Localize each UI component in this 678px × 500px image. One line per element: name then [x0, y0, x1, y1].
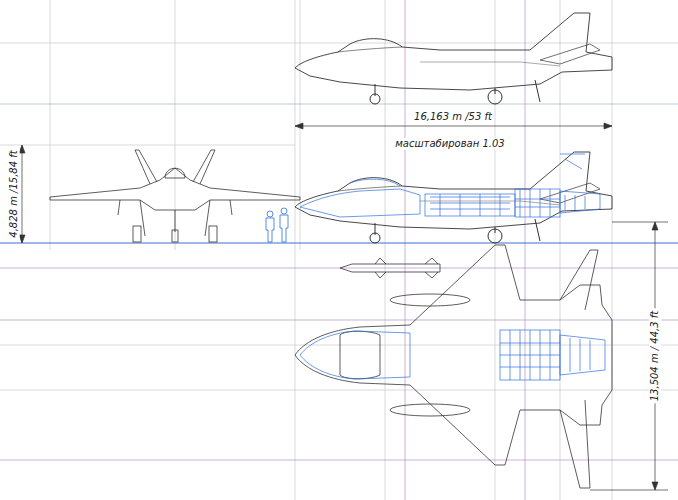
height-dimension: 4,828 m /15,84 ft: [8, 148, 20, 239]
length-dimension: 16,163 m /53 ft: [412, 111, 494, 123]
span-dimension: 13,504 m / 44,3 ft: [649, 309, 661, 404]
scale-note: масштабирован 1.03: [393, 138, 506, 150]
